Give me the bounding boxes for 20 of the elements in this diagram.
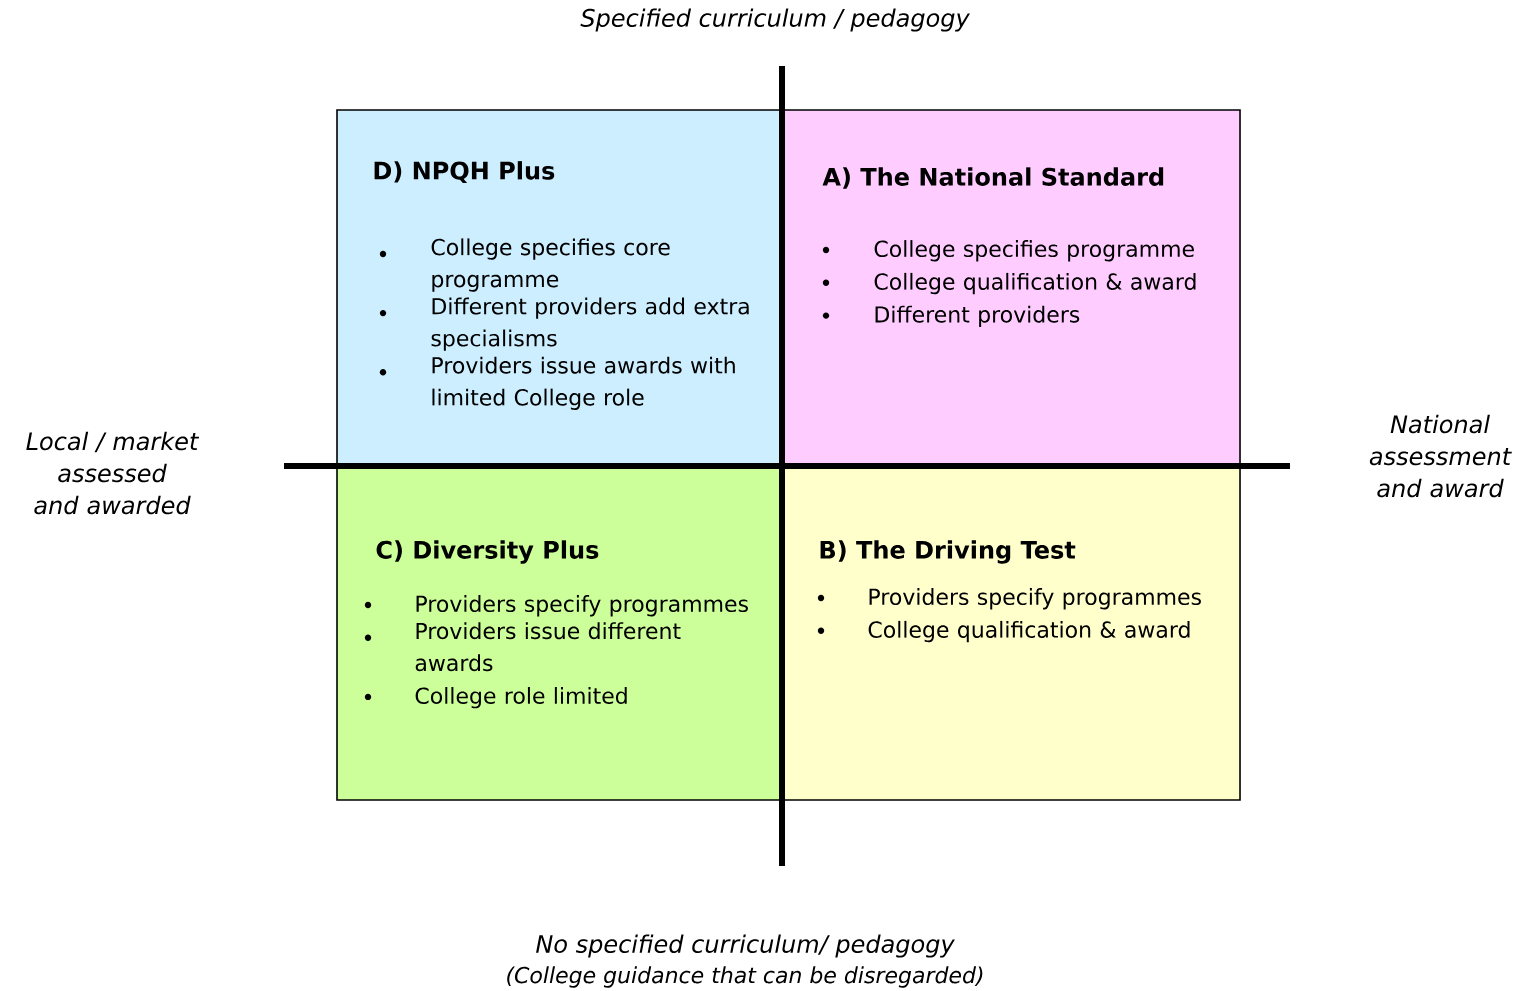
axis-label: National assessment and award [1369, 414, 1512, 498]
axis-label: No specified curriculum/ pedagogy [536, 934, 955, 958]
bullet-item: College qualification & award [874, 272, 1196, 295]
bullet-item: College specifies programme [874, 240, 1194, 262]
axis-note: (College guidance that can be disregarded) [507, 966, 983, 988]
bullet-item: Providers issue different awards [415, 622, 681, 672]
bullet-item: Providers specify programmes [869, 588, 1201, 610]
quadrant-heading: A) The National Standard [822, 167, 1164, 189]
quadrant-heading: C) Diversity Plus [376, 540, 599, 564]
bullet-item: College role limited [415, 687, 627, 709]
axis-label: Local / market assessed and awarded [26, 431, 200, 515]
quadrant-heading: D) NPQH Plus [374, 161, 555, 183]
bullet-item: Providers specify programmes [416, 595, 748, 617]
bullet-item: Providers issue awards with limited College role [432, 356, 735, 410]
bullet-item: College qualification & award [868, 620, 1190, 643]
bullet-item: Different providers [875, 305, 1080, 327]
axis-label: Specified curriculum / pedagogy [580, 8, 970, 32]
bullet-item: Different providers add extra specialisms [431, 297, 749, 351]
quadrant-heading: B) The Driving Test [820, 540, 1076, 564]
bullet-item: College specifies core programme [431, 238, 670, 292]
